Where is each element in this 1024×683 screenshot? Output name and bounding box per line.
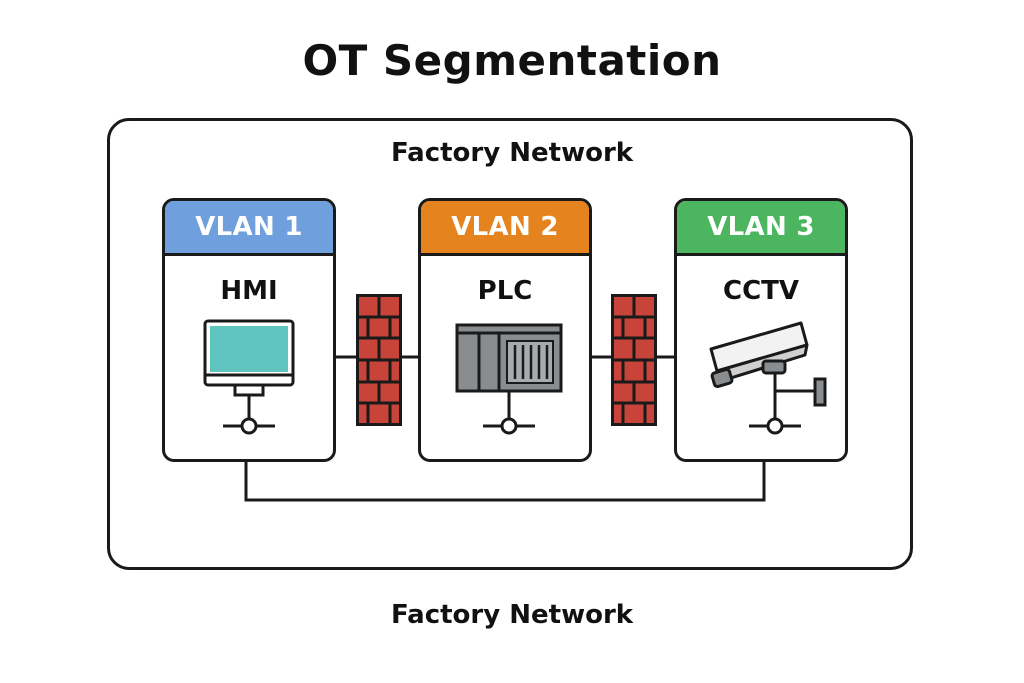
network-label-bottom: Factory Network <box>390 600 634 630</box>
monitor-icon <box>203 319 295 435</box>
vlan-1-header: VLAN 1 <box>165 201 333 256</box>
factory-network-boundary <box>107 118 913 570</box>
firewall-icon <box>356 294 402 426</box>
vlan-2-card: VLAN 2 PLC <box>418 198 592 462</box>
vlan-1-card: VLAN 1 HMI <box>162 198 336 462</box>
vlan-3-device-label: CCTV <box>722 276 800 306</box>
vlan-3-card: VLAN 3 CCTV <box>674 198 848 462</box>
vlan-3-header: VLAN 3 <box>677 201 845 256</box>
vlan-2-device-label: PLC <box>477 276 533 306</box>
backbone-link <box>244 462 766 502</box>
network-label-top: Factory Network <box>390 138 634 168</box>
plc-icon <box>455 323 563 435</box>
vlan-1-device-label: HMI <box>220 276 278 306</box>
firewall-icon <box>611 294 657 426</box>
cctv-camera-icon <box>709 321 827 435</box>
page-title: OT Segmentation <box>302 36 722 85</box>
vlan-2-header: VLAN 2 <box>421 201 589 256</box>
